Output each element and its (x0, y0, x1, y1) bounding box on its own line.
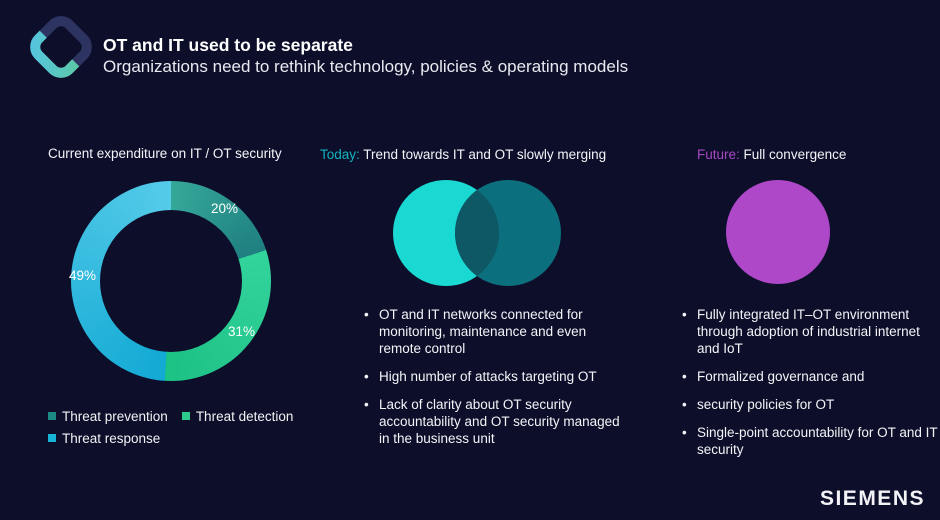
list-item: Fully integrated IT–OT environment throu… (680, 306, 938, 357)
today-section-title: Today: Trend towards IT and OT slowly me… (320, 147, 606, 162)
legend-item-threat-response: Threat response (48, 431, 160, 446)
future-label: Future: (697, 147, 740, 162)
today-title-text: Trend towards IT and OT slowly merging (363, 147, 607, 162)
legend-swatch-response-icon (48, 434, 56, 442)
future-bullet-list: Fully integrated IT–OT environment throu… (680, 306, 938, 469)
page-title: OT and IT used to be separate (103, 35, 353, 55)
legend-item-threat-detection: Threat detection (181, 408, 294, 424)
full-convergence-circle (726, 180, 830, 284)
venn-overlap-region (455, 180, 499, 286)
donut-hole (100, 210, 242, 352)
donut-chart-area: 20% 31% 49% (69, 181, 271, 381)
venn-diagram (393, 180, 561, 286)
list-item: OT and IT networks connected for monitor… (362, 306, 630, 357)
header: OT and IT used to be separate Organizati… (103, 34, 628, 77)
today-bullet-list: OT and IT networks connected for monitor… (362, 306, 630, 458)
page-subtitle: Organizations need to rethink technology… (103, 57, 629, 76)
check-diamond-logo-icon (30, 16, 92, 78)
chart-legend: Threat prevention Threat detection Threa… (48, 405, 307, 449)
donut-label-threat-detection: 31% (228, 324, 256, 339)
donut-label-threat-prevention: 20% (211, 201, 239, 216)
legend-swatch-detection-icon (181, 412, 190, 420)
legend-label-prevention: Threat prevention (62, 408, 168, 424)
today-label: Today: (320, 147, 360, 162)
donut-chart-title: Current expenditure on IT / OT security (48, 146, 282, 161)
future-section-title: Future: Full convergence (697, 147, 846, 162)
legend-swatch-prevention-icon (48, 412, 56, 420)
list-item: security policies for OT (680, 396, 938, 413)
list-item: Single-point accountability for OT and I… (680, 424, 938, 458)
legend-label-response: Threat response (62, 430, 161, 446)
future-title-text: Full convergence (743, 147, 847, 162)
list-item: High number of attacks targeting OT (362, 368, 630, 385)
list-item: Formalized governance and (680, 368, 938, 385)
legend-item-threat-prevention: Threat prevention (48, 409, 168, 424)
legend-label-detection: Threat detection (195, 408, 294, 424)
siemens-logo: SIEMENS (819, 487, 925, 510)
list-item: Lack of clarity about OT security accoun… (362, 396, 630, 447)
donut-label-threat-response: 49% (69, 268, 97, 283)
